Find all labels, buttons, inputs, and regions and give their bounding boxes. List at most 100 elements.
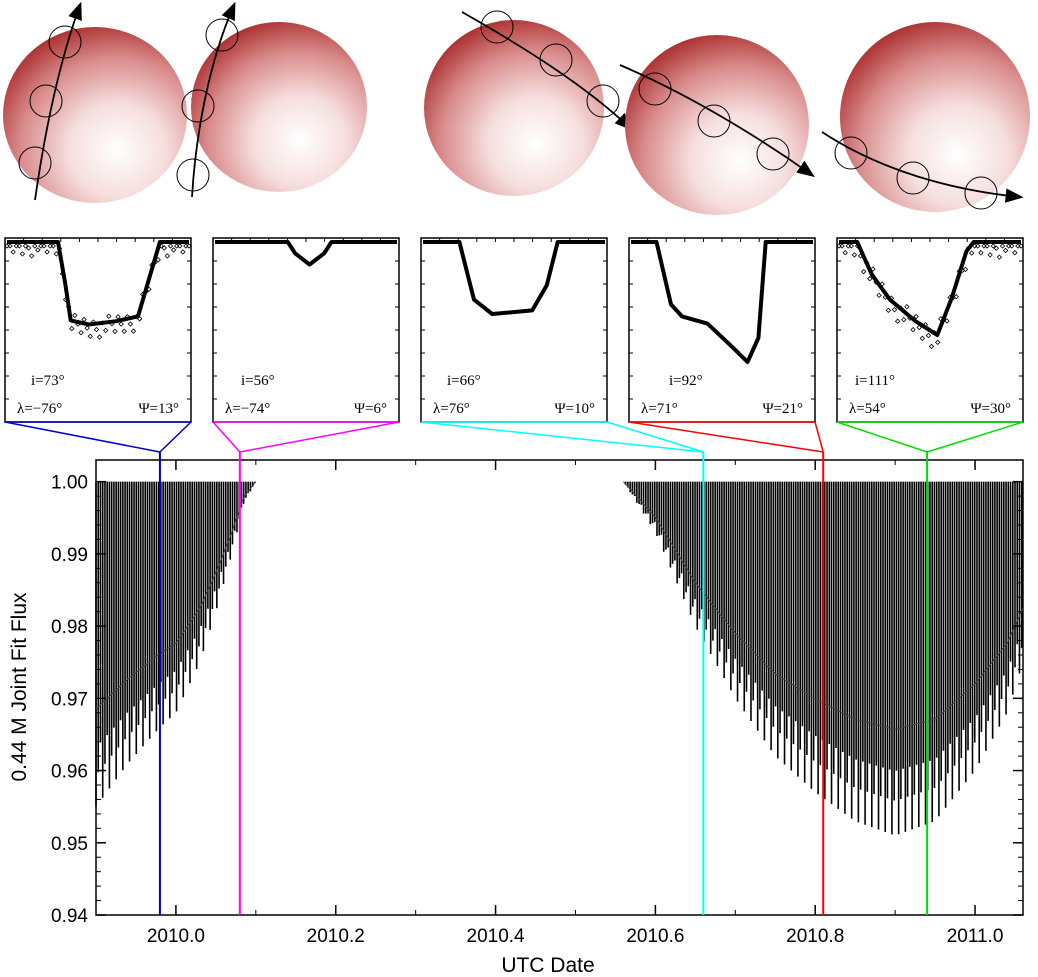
inset-data-point [16, 243, 23, 249]
inset-data-point [47, 243, 53, 249]
transit-insets: i=73°λ=−76°Ψ=13°i=56°λ=−74°Ψ=6°i=66°λ=76… [4, 237, 1024, 423]
inset-data-point [124, 314, 130, 320]
inset-data-point [1012, 250, 1018, 256]
sphere-body [191, 22, 367, 192]
inset-data-point [965, 245, 972, 251]
inset-data-point [879, 281, 885, 287]
transit-chord-arrow [191, 1, 236, 198]
planet-position-circle [964, 176, 998, 210]
inset-frame [420, 237, 608, 423]
inset-data-point [876, 292, 882, 299]
inset-data-point [59, 271, 66, 277]
inset-psi-label: Ψ=6° [354, 401, 387, 417]
inset-frame [212, 237, 400, 423]
inset-lambda-label: λ=76° [433, 401, 470, 417]
inset-data-point [999, 243, 1006, 249]
inset-data-point [898, 305, 904, 311]
inset-data-point [975, 243, 981, 249]
inset-data-point [1018, 243, 1024, 249]
inset-data-point [882, 294, 888, 300]
inset-data-point [136, 316, 143, 322]
inset-data-point [953, 294, 959, 300]
inset-data-point [186, 243, 192, 249]
inset-data-point [888, 295, 895, 301]
x-tick-label: 2010.4 [467, 926, 526, 947]
planet-position-circle [176, 158, 210, 192]
inset-data-point [164, 253, 171, 259]
star-sphere [176, 1, 367, 198]
transit-chord-arrow [34, 1, 82, 201]
inset-data-point [870, 266, 876, 272]
inset-data-point [112, 328, 118, 334]
inset-data-point [81, 316, 87, 323]
inset-lambda-label: λ=−74° [225, 401, 270, 417]
inset-panel: i=73°λ=−76°Ψ=13° [4, 237, 192, 423]
star-spheres [3, 1, 1030, 215]
flux-fill [95, 481, 1024, 835]
inset-data-point [35, 247, 41, 253]
inset-data-point [155, 257, 161, 263]
inset-data-point [99, 320, 106, 326]
inset-panel: i=92°λ=71°Ψ=21° [628, 237, 816, 423]
inset-data-point [173, 243, 180, 249]
planet-position-circle [205, 18, 239, 52]
inset-data-point [93, 326, 100, 333]
sphere-body [840, 22, 1030, 212]
connector-line [212, 421, 241, 453]
inset-data-point [66, 304, 72, 310]
star-sphere [821, 22, 1030, 212]
inset-data-point [947, 294, 953, 301]
inset-data-point [50, 243, 56, 249]
inset-data-point [854, 243, 861, 249]
inset-data-point [1009, 243, 1015, 249]
inset-frame [628, 237, 816, 423]
y-tick-label: 0.96 [51, 762, 88, 783]
inset-data-point [913, 313, 919, 320]
inset-data-point [90, 319, 97, 325]
inset-lambda-label: λ=54° [849, 401, 886, 417]
transit-chord-arrow [821, 131, 1024, 203]
planet-position-circle [586, 84, 620, 118]
connector-line [420, 421, 704, 453]
inset-data-point [907, 315, 913, 321]
inset-data-point [87, 333, 93, 339]
inset-data-point [1002, 247, 1009, 254]
inset-data-point [10, 249, 16, 255]
inset-data-point [962, 266, 969, 273]
transit-chord-arrow [461, 11, 633, 131]
connector-line [836, 421, 928, 453]
inset-data-point [904, 304, 910, 310]
inset-data-point [130, 328, 137, 334]
inset-psi-label: Ψ=21° [762, 401, 803, 417]
connector-line [628, 421, 824, 453]
connector-line [814, 421, 824, 453]
inset-data-point [143, 289, 149, 295]
inset-data-point [103, 327, 109, 334]
inset-data-point [1015, 243, 1021, 249]
planet-position-circle [48, 25, 82, 59]
planet-position-circle [896, 161, 930, 195]
inset-data-point [996, 254, 1003, 260]
inset-data-point [848, 243, 855, 249]
inset-data-point [867, 276, 873, 282]
sphere-body [625, 35, 809, 215]
planet-position-circle [834, 136, 868, 170]
x-tick-label: 2010.6 [626, 926, 684, 947]
inset-data-point [857, 253, 864, 259]
y-tick-label: 0.95 [51, 834, 88, 855]
inset-connectors [4, 421, 1024, 453]
inset-data-point [56, 245, 63, 252]
inset-data-point [935, 339, 941, 346]
star-sphere [3, 1, 187, 203]
star-sphere [619, 35, 815, 215]
inset-data-point [928, 343, 935, 350]
inset-data-point [183, 243, 189, 249]
inset-data-point [177, 243, 183, 249]
inset-data-point [845, 243, 851, 249]
inset-data-point [916, 324, 922, 331]
date-markers [158, 452, 929, 915]
inset-data-point [41, 243, 47, 249]
inset-inclination-label: i=66° [447, 373, 481, 389]
inset-data-point [133, 313, 140, 320]
